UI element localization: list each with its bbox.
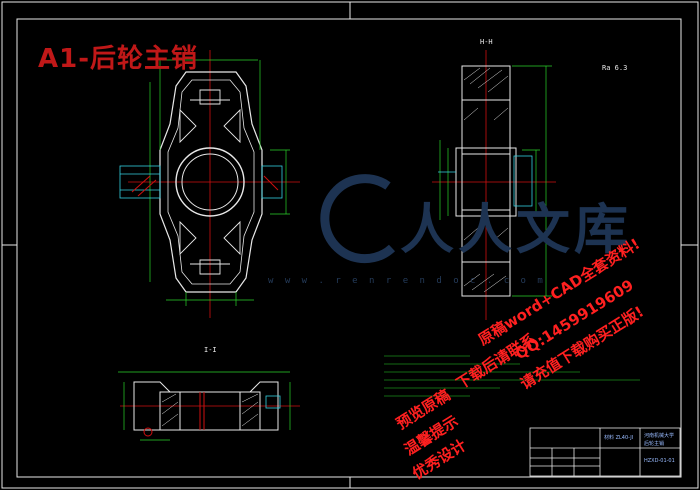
watermark-logo-icon [320,174,396,264]
section-label-bottom: I-I [204,346,217,354]
front-view [119,50,300,318]
title-block-part-name: 后轮主销 [644,441,665,447]
technical-notes [384,355,640,397]
title-block-material: 材料 ZL40-JI [604,435,634,441]
title-block-drawing-no: HZXD-01-01 [644,458,675,464]
roughness-note: Ra 6.3 [602,64,628,72]
inner-frame [16,18,682,478]
drawing-title: A1-后轮主销 [38,44,199,74]
title-block-school: 河南机械大学 [644,433,675,439]
watermark-text: 人人文库 [400,198,632,261]
bottom-section-view [118,371,300,441]
title-block [529,427,681,477]
section-label-top: H-H [480,38,493,46]
side-section-view [432,50,556,320]
watermark-url: w w w . r e n r e n d o c . c o m [268,276,546,286]
